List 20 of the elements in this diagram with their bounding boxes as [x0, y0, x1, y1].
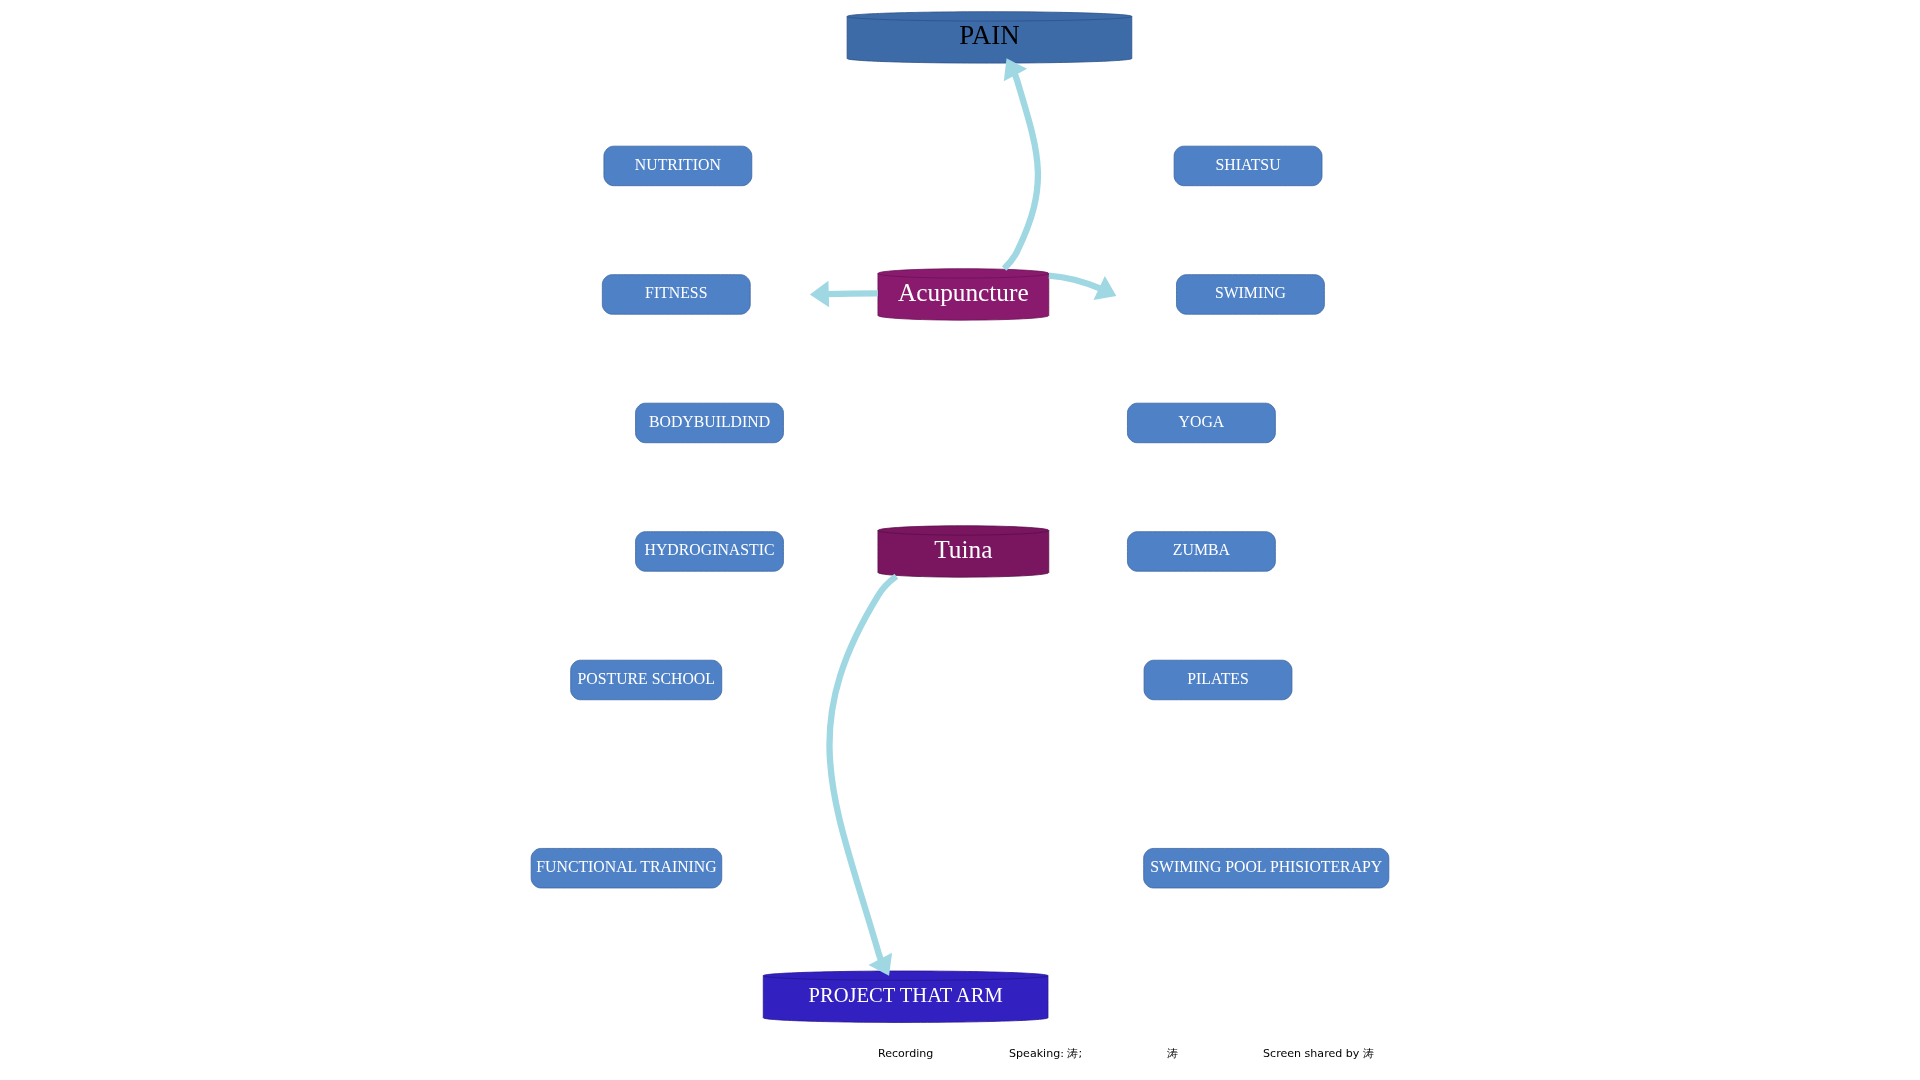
node-box: SHIATSU — [1173, 145, 1323, 187]
node-box: ZUMBA — [1127, 531, 1276, 572]
label: Speaking: 涛; — [1009, 1046, 1083, 1060]
node-box: HYDROGINASTIC — [635, 531, 784, 572]
node-box: BODYBUILDIND — [635, 402, 784, 444]
node-box: PILATES — [1143, 659, 1293, 701]
node-box: FITNESS — [601, 274, 751, 315]
arrow — [1048, 272, 1117, 300]
arrow — [1001, 58, 1041, 271]
node-box: SWIMING — [1176, 274, 1325, 315]
label: Screen shared by 涛 — [1263, 1046, 1374, 1060]
arrow — [826, 573, 899, 976]
node-box: POSTURE SCHOOL — [570, 659, 723, 701]
label: Recording — [877, 1046, 934, 1060]
node-box: NUTRITION — [603, 145, 753, 187]
node-box: FUNCTIONAL TRAINING — [530, 848, 723, 889]
node-box: SWIMING POOL PHISIOTERAPY — [1143, 848, 1390, 889]
node-box: YOGA — [1127, 402, 1276, 444]
label: 涛 — [1167, 1046, 1179, 1060]
arrow — [809, 280, 878, 308]
